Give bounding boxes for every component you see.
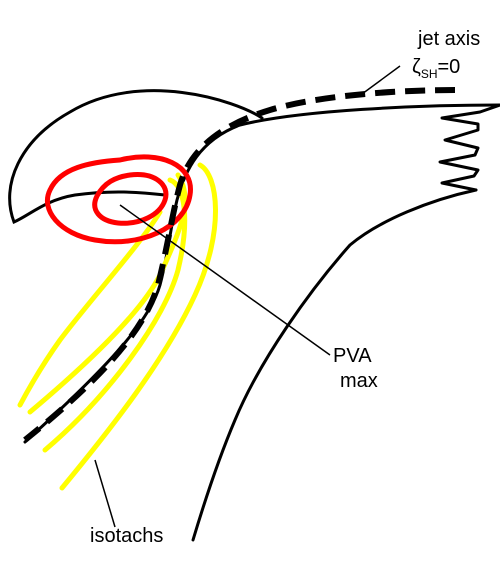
outline-inner-boundary	[23, 103, 500, 444]
leader-isotachs	[94, 459, 116, 528]
zeta-symbol: ζ	[412, 56, 421, 78]
outline-zigzag-edge	[438, 103, 500, 192]
label-pva-line2: max	[340, 370, 378, 392]
leader-jet-axis	[361, 65, 401, 95]
pva-contour-inner	[92, 172, 169, 226]
label-pva-line1: PVA	[333, 345, 372, 367]
zeta-value: =0	[438, 56, 461, 78]
jet-axis-dashed	[23, 87, 456, 443]
label-jet-axis: jet axis	[417, 28, 480, 50]
isotach-3	[42, 177, 188, 453]
zeta-subscript: SH	[421, 67, 438, 81]
label-zeta: ζSH=0	[412, 56, 460, 81]
pva-contour-outer	[44, 154, 193, 245]
outline-outer-boundary	[191, 188, 478, 542]
outline-hook	[8, 89, 264, 225]
label-isotachs: isotachs	[90, 525, 163, 547]
leader-pva-max	[119, 204, 331, 356]
isotach-4	[59, 162, 218, 491]
